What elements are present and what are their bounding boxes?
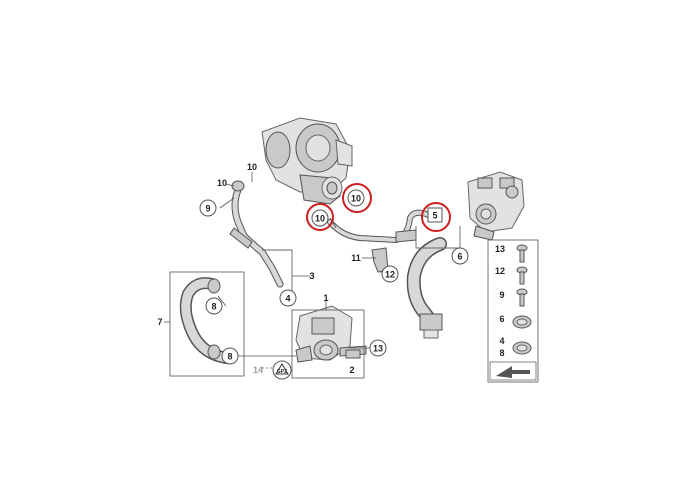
svg-text:5: 5	[432, 211, 437, 221]
callout-10-a: 10	[217, 178, 227, 188]
legend-item-8: 8	[499, 348, 504, 358]
highlight-ring	[342, 183, 372, 213]
warning-badge-icon: GPZ	[272, 360, 292, 380]
clamp-2	[345, 349, 361, 359]
highlight-ring	[306, 203, 334, 231]
callout-12: 12	[381, 265, 399, 283]
coolant-pipe-9	[229, 180, 284, 288]
svg-text:4: 4	[499, 336, 504, 346]
electric-valve	[295, 305, 367, 363]
svg-text:6: 6	[457, 252, 462, 262]
svg-text:12: 12	[385, 270, 395, 280]
legend-item-12: 12	[495, 266, 528, 285]
highlight-ring	[421, 202, 451, 232]
callout-3: 3	[309, 271, 314, 281]
callout-14: 14	[253, 365, 263, 375]
legend-item-13: 13	[495, 244, 528, 263]
callout-2: 2	[349, 365, 354, 375]
callout-11: 11	[351, 253, 361, 263]
svg-text:6: 6	[499, 314, 504, 324]
callout-9: 9	[199, 199, 217, 217]
callout-10-d: 10	[342, 183, 372, 213]
svg-text:8: 8	[499, 348, 504, 358]
svg-text:10: 10	[351, 194, 361, 204]
svg-text:10: 10	[315, 214, 325, 224]
callout-7: 7	[157, 317, 162, 327]
coolant-pipe-12	[327, 209, 437, 243]
svg-text:4: 4	[285, 294, 290, 304]
callout-1: 1	[323, 293, 328, 303]
coolant-hose-7	[179, 277, 232, 364]
coolant-hose-5	[406, 237, 447, 339]
thermostat-housing	[467, 171, 525, 241]
callout-10-c: 10	[306, 203, 334, 231]
group-box-7	[169, 271, 245, 377]
callout-10-b: 10	[247, 162, 257, 172]
callout-5: 5	[421, 202, 451, 232]
svg-text:9: 9	[499, 290, 504, 300]
callout-8-bottom: 8	[221, 347, 239, 365]
arrow-icon	[489, 361, 537, 381]
hardware-legend: 13 12 9 6 4 8	[487, 239, 539, 383]
legend-item-6: 6	[499, 314, 532, 329]
svg-text:12: 12	[495, 266, 505, 276]
svg-text:8: 8	[211, 302, 216, 312]
svg-text:13: 13	[373, 344, 383, 354]
svg-text:GPZ: GPZ	[277, 369, 287, 375]
turbocharger	[261, 117, 353, 205]
svg-text:9: 9	[205, 204, 210, 214]
svg-text:13: 13	[495, 244, 505, 254]
callout-4: 4	[279, 289, 297, 307]
callout-13: 13	[369, 339, 387, 357]
svg-text:8: 8	[227, 352, 232, 362]
group-box-5	[415, 226, 461, 249]
group-box-1	[291, 309, 365, 379]
callout-6: 6	[451, 247, 469, 265]
callout-8-top: 8	[205, 297, 223, 315]
legend-item-4: 4	[499, 336, 532, 355]
legend-item-9: 9	[499, 288, 528, 307]
